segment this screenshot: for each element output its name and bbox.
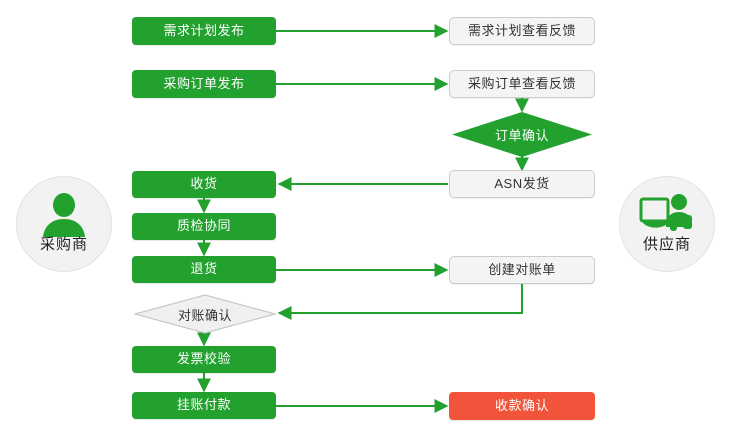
node-order-confirm-label: 订单确认: [494, 128, 549, 143]
node-invoice-verification[interactable]: 发票校验: [132, 346, 276, 373]
actor-buyer[interactable]: 采购商: [16, 176, 112, 272]
node-purchase-order-publish[interactable]: 采购订单发布: [132, 70, 276, 98]
node-create-reconciliation-statement[interactable]: 创建对账单: [449, 256, 595, 284]
node-return-goods[interactable]: 退货: [132, 256, 276, 283]
node-quality-inspection-collaboration[interactable]: 质检协同: [132, 213, 276, 240]
node-purchase-order-view-feedback[interactable]: 采购订单查看反馈: [449, 70, 595, 98]
person-icon: [41, 193, 87, 242]
node-asn-shipment[interactable]: ASN发货: [449, 170, 595, 198]
person-at-computer-icon: [639, 193, 695, 242]
node-receive-goods[interactable]: 收货: [132, 171, 276, 198]
edge-n10-n11: [277, 284, 523, 320]
node-order-confirm[interactable]: 订单确认: [452, 112, 592, 157]
actor-buyer-label: 采购商: [39, 236, 88, 253]
node-reconciliation-confirm-label: 对账确认: [177, 307, 232, 323]
node-payment-receipt-confirm[interactable]: 收款确认: [449, 392, 595, 420]
node-demand-plan-view-feedback[interactable]: 需求计划查看反馈: [449, 17, 595, 45]
node-demand-plan-publish[interactable]: 需求计划发布: [132, 17, 276, 45]
node-accrual-payment[interactable]: 挂账付款: [132, 392, 276, 419]
actor-supplier-label: 供应商: [642, 236, 691, 253]
node-reconciliation-confirm[interactable]: 对账确认: [134, 294, 276, 334]
actor-supplier[interactable]: 供应商: [619, 176, 715, 272]
